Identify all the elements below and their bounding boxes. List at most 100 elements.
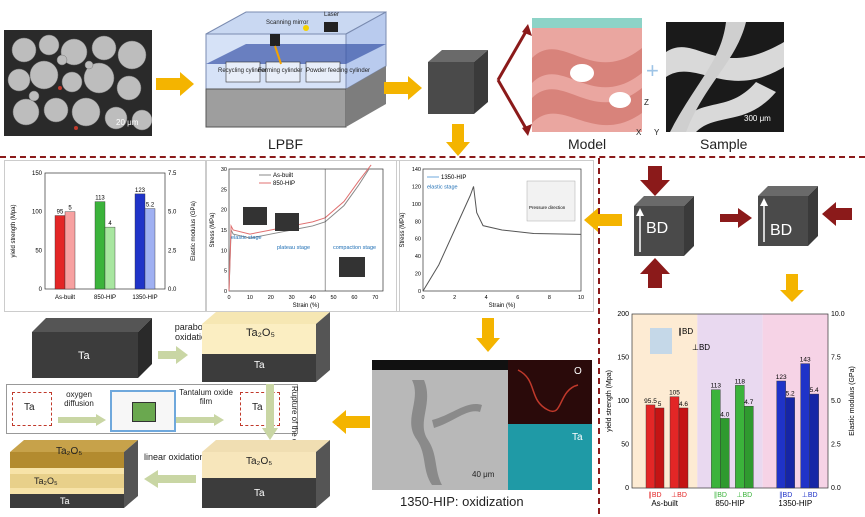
ta-label-4: Ta — [252, 402, 263, 413]
c4-rtick: 7.5 — [831, 355, 841, 362]
c4-yield-bar — [800, 363, 810, 489]
c4-yield-bar — [669, 396, 680, 489]
c1-yield-label: 123 — [135, 188, 146, 194]
linear-oxidation-label: linear oxidation — [144, 452, 205, 462]
c4-ylabel: yield strength (Mpa) — [606, 370, 613, 432]
c1-modulus-bar — [104, 226, 116, 290]
c4-ytick: 200 — [617, 311, 629, 318]
tantalum-oxide-film-label: Tantalum oxide film — [179, 388, 233, 406]
c4-rtick: 10.0 — [831, 311, 845, 318]
arrow-up-right-icon — [496, 24, 532, 136]
plus-icon: + — [646, 58, 659, 83]
arrow-down-icon — [262, 384, 278, 440]
c1-yield-bar — [94, 201, 106, 290]
c2-xtick: 70 — [372, 295, 378, 301]
c1-rtick: 2.5 — [168, 248, 177, 254]
ta2o5-label-2: Ta₂O₅ — [56, 446, 83, 457]
axis-x-label: X — [636, 128, 642, 137]
c4-modulus-bar — [809, 393, 819, 489]
ta2o5-ta-block — [202, 312, 330, 382]
c1-yield-bar — [134, 193, 146, 290]
ta-particle-1 — [12, 392, 52, 426]
arrow-right-icon — [176, 414, 224, 426]
c4-xlabel: ∥BD — [779, 491, 792, 499]
c4-ytick: 100 — [617, 398, 629, 405]
ta-label-3: Ta — [24, 402, 35, 413]
bd-label-2: BD — [770, 222, 793, 239]
powder-scale-label: 20 μm — [116, 118, 139, 127]
gyroid-model — [532, 18, 642, 132]
c3-ytick: 60 — [415, 237, 421, 243]
oxidized-multilayer-block — [10, 440, 138, 508]
c3-xtick: 4 — [485, 295, 488, 301]
c2-inset-3 — [339, 257, 365, 277]
c3-inset-label: Pressure direction — [529, 205, 566, 210]
c4-yield-label: 118 — [735, 378, 746, 385]
c3-stage-elastic: elastic stage — [427, 184, 458, 190]
ta2o5-label-4: Ta₂O₅ — [246, 456, 273, 467]
c2-legend-1: As-built — [273, 173, 293, 179]
c3-ytick: 80 — [415, 219, 421, 225]
c1-modulus-bar — [144, 208, 156, 290]
c3-xtick: 0 — [421, 295, 424, 301]
c2-inset-1 — [243, 207, 267, 225]
c2-ytick: 0 — [224, 289, 227, 295]
c2-stage-elastic: elastic stage — [231, 235, 262, 241]
c3-inset — [526, 180, 576, 222]
c4-rtick: 2.5 — [831, 442, 841, 449]
c2-ytick: 15 — [221, 228, 227, 234]
ta-label-5: Ta — [60, 496, 70, 506]
c3-xtick: 2 — [453, 295, 456, 301]
c2-ylabel: Stress (MPa) — [210, 212, 216, 247]
c4-yield-bar — [711, 389, 721, 489]
edx-o-map: O — [508, 360, 592, 424]
sample-label: Sample — [700, 136, 748, 152]
ta-label-1: Ta — [78, 350, 90, 362]
c2-legend-2: 850-HIP — [273, 181, 295, 187]
c1-rlabel: Elastic modulus (GPa) — [191, 201, 197, 261]
lpbf-label: LPBF — [268, 136, 304, 152]
c3-ytick: 0 — [418, 289, 421, 295]
c1-rtick: 0.0 — [168, 287, 177, 293]
edx-o-label: O — [574, 366, 582, 377]
edx-ta-map: Ta — [508, 424, 592, 490]
c4-yield-label: 123 — [776, 374, 787, 381]
c4-rtick: 0.0 — [831, 485, 841, 492]
c4-xlabel: ⊥BD — [671, 492, 687, 499]
c1-modulus-bar — [64, 211, 76, 290]
c4-rtick: 5.0 — [831, 398, 841, 405]
c4-frame — [631, 313, 829, 489]
c4-ytick: 50 — [621, 442, 629, 449]
c2-inset-2 — [275, 213, 299, 231]
c3-ylabel: Stress (MPa) — [400, 212, 406, 247]
arrow-right-icon — [58, 414, 106, 426]
forming-cylinder-label: Forming cylinder — [258, 68, 303, 74]
c3-line — [422, 186, 582, 292]
c4-xlabel: ∥BD — [648, 491, 661, 499]
c2-xtick: 40 — [310, 295, 316, 301]
arrow-right-icon — [156, 72, 194, 96]
arrow-right-dark-icon — [720, 208, 752, 228]
axis-z-label: Z — [644, 98, 649, 107]
c4-modulus-label: 4.6 — [679, 401, 688, 408]
oxygen-diffusion-label: oxygen diffusion — [64, 390, 94, 408]
oxidization-caption: 1350-HIP: oxidization — [400, 494, 524, 509]
c1-xtick: 850-HIP — [94, 295, 116, 301]
c4-modulus-label: 4.7 — [744, 399, 753, 406]
cracked-oxide-block — [202, 440, 330, 508]
c1-modulus-label: 5 — [68, 206, 72, 212]
c4-group-label: 850-HIP — [715, 499, 744, 508]
c1-xtick: 1350-HIP — [132, 295, 157, 301]
c4-yield-bar — [735, 385, 745, 489]
bd-cube-horizontal-load — [758, 186, 852, 246]
c2-xtick: 10 — [247, 295, 253, 301]
ta-block — [32, 318, 152, 378]
ta-label-6: Ta — [254, 488, 265, 499]
c4-yield-bar — [645, 404, 656, 489]
bd-cube-vertical-load — [634, 166, 694, 288]
c1-rtick: 5.0 — [168, 210, 177, 216]
c2-xtick: 50 — [330, 295, 336, 301]
arrow-down-icon — [446, 124, 470, 156]
